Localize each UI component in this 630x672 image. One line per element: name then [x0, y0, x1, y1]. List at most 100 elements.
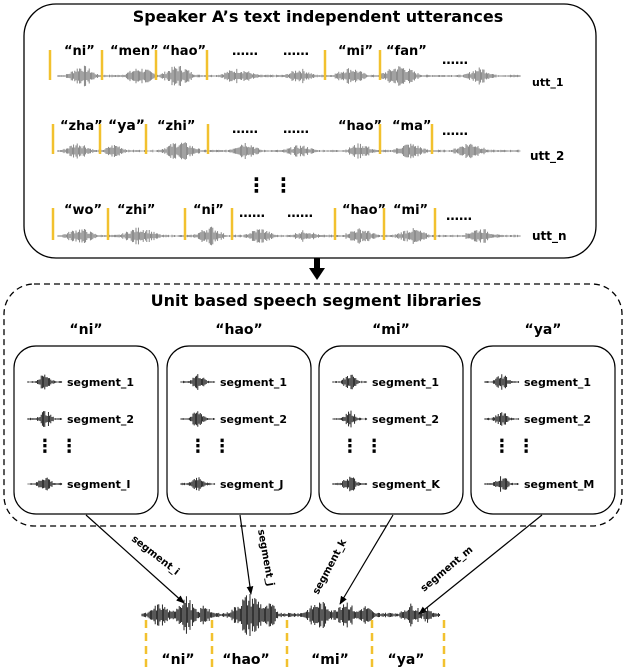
selection-arrow	[418, 514, 543, 615]
waveform	[332, 374, 368, 390]
token-label: “ni”	[193, 203, 224, 218]
token-label: “mi”	[338, 44, 373, 59]
waveform	[27, 374, 63, 390]
utterances-panel: Speaker A’s text independent utterances …	[23, 3, 597, 259]
token-label: ……	[442, 53, 468, 68]
utterance-label: utt_2	[530, 149, 564, 164]
utterance-waveforms	[48, 50, 521, 246]
token-label: “ni”	[64, 44, 95, 59]
vertical-ellipsis: ⋮ ⋮	[247, 173, 294, 197]
segment-label: segment_2	[372, 413, 439, 426]
utterance-row-1: “ni” “men” “hao” …… …… “mi” “fan” …… utt…	[64, 44, 564, 89]
waveform	[27, 477, 63, 491]
waveform	[27, 411, 63, 427]
utterances-box	[23, 3, 597, 259]
segment-label: segment_2	[67, 413, 134, 426]
utterances-title: Speaker A’s text independent utterances	[133, 7, 504, 26]
waveform	[57, 65, 521, 87]
waveform	[57, 226, 521, 246]
token-label: “ya”	[108, 118, 145, 134]
unit-card	[318, 345, 464, 515]
token-label: “ma”	[392, 119, 431, 134]
token-label: “mi”	[393, 203, 428, 218]
segment-label: segment_1	[372, 376, 439, 389]
token-label: ……	[442, 124, 468, 139]
waveform	[484, 476, 520, 492]
token-label: ……	[232, 122, 258, 137]
token-label: “zhi”	[157, 119, 195, 134]
waveform	[180, 477, 216, 491]
token-label: ……	[287, 206, 313, 221]
segment-label: segment_2	[220, 413, 287, 426]
segment-label: segment_2	[524, 413, 591, 426]
vertical-ellipsis: ⋮ ⋮	[189, 436, 231, 457]
output-unit-label: “hao”	[222, 652, 269, 668]
segment-label: segment_1	[67, 376, 134, 389]
waveform	[57, 142, 521, 160]
selection-label: segment_j	[255, 529, 276, 587]
library-cards: “ni” segment_1 segment_2 segment_I ⋮ ⋮ “hao” s…	[13, 322, 616, 515]
utterance-label: utt_n	[532, 229, 567, 244]
vertical-ellipsis: ⋮ ⋮	[36, 436, 78, 457]
token-label: “hao”	[162, 44, 206, 59]
token-label: ……	[232, 44, 258, 59]
unit-name: “ya”	[525, 322, 562, 338]
token-label: ……	[239, 206, 265, 221]
libraries-panel: Unit based speech segment libraries “ni”…	[3, 283, 623, 527]
waveform	[332, 476, 368, 492]
selection-arrow	[339, 514, 394, 605]
token-label: “zha”	[60, 119, 103, 134]
token-label: “hao”	[342, 203, 386, 218]
library-card: “hao” segment_1 segment_2 segment_J ⋮ ⋮	[166, 322, 312, 515]
output-unit-label: “mi”	[311, 652, 349, 668]
selection-arrow	[85, 514, 185, 604]
token-label: ……	[283, 122, 309, 137]
vertical-ellipsis: ⋮ ⋮	[341, 436, 383, 457]
unit-card	[470, 345, 616, 515]
token-label: “wo”	[64, 203, 102, 218]
unit-card	[13, 345, 159, 515]
segment-label: segment_1	[220, 376, 287, 389]
segment-label: segment_M	[524, 478, 594, 491]
token-label: “hao”	[338, 119, 382, 134]
utterance-label: utt_1	[532, 76, 564, 89]
segment-label: segment_J	[220, 478, 284, 491]
selection-label: segment_m	[419, 544, 475, 594]
library-card: “mi” segment_1 segment_2 segment_K ⋮ ⋮	[318, 322, 464, 515]
waveform	[141, 594, 441, 636]
unit-name: “hao”	[215, 322, 262, 338]
libraries-box	[3, 283, 623, 527]
utterance-row-n: “wo” “zhi” “ni” …… …… “hao” “mi” …… utt_…	[64, 203, 567, 244]
waveform	[484, 412, 520, 426]
token-label: “fan”	[386, 44, 427, 59]
selection-arrow	[239, 514, 254, 595]
libraries-title: Unit based speech segment libraries	[151, 291, 482, 310]
waveform	[180, 411, 216, 427]
selection-arrows: segment_i segment_j segment_k segment_m	[85, 514, 543, 615]
segment-label: segment_K	[372, 478, 440, 491]
token-label: “zhi”	[117, 203, 155, 218]
flow-arrow	[309, 258, 325, 280]
unit-name: “ni”	[69, 322, 102, 338]
utterance-row-2: “zha” “ya” “zhi” …… …… “hao” “ma” …… utt…	[60, 118, 564, 164]
unit-name: “mi”	[372, 322, 410, 338]
output-waveform	[141, 594, 441, 636]
unit-card	[166, 345, 312, 515]
output-unit-label: “ni”	[161, 652, 194, 668]
segment-label: segment_1	[524, 376, 591, 389]
vertical-ellipsis: ⋮ ⋮	[493, 436, 535, 457]
selection-label: segment_i	[129, 534, 181, 578]
library-card: “ni” segment_1 segment_2 segment_I ⋮ ⋮	[13, 322, 159, 515]
token-label: ……	[446, 209, 472, 224]
selection-label: segment_k	[311, 537, 349, 596]
segment-label: segment_I	[67, 478, 131, 491]
token-label: “men”	[110, 44, 159, 59]
waveform	[332, 410, 368, 428]
output-utterance: “ni” “hao” “mi” “ya”	[141, 594, 446, 670]
waveform	[484, 374, 520, 390]
library-card: “ya” segment_1 segment_2 segment_M ⋮ ⋮	[470, 322, 616, 515]
token-label: ……	[283, 44, 309, 59]
output-unit-label: “ya”	[388, 652, 425, 668]
waveform	[180, 374, 216, 390]
